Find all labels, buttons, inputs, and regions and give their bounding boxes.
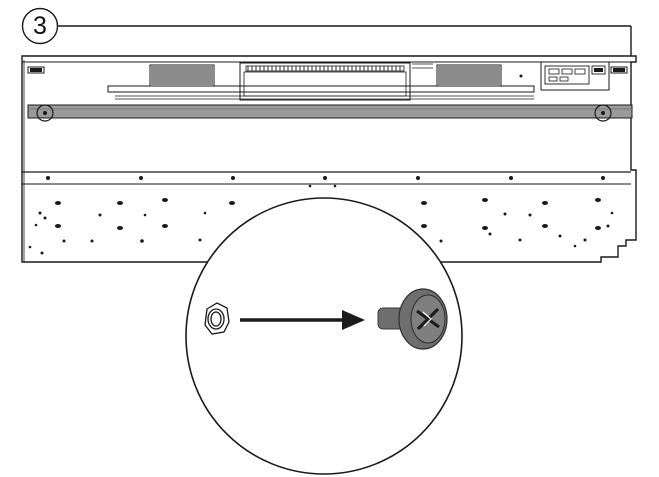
bracket-screw-right-marker: [594, 104, 612, 122]
callout-circle: [185, 197, 463, 475]
step-header-rule: [57, 25, 632, 60]
mounting-bracket: [27, 104, 633, 122]
panel-screw-row: [46, 176, 605, 180]
screw-icon: [377, 288, 448, 350]
step-number: 3: [33, 12, 47, 40]
center-module: [239, 62, 433, 101]
spacer-nut-icon: [204, 302, 230, 335]
arrow-right-icon: [240, 310, 365, 330]
bracket-screw-left-marker: [36, 104, 54, 122]
stand-rail: [107, 85, 535, 100]
connector-block: [519, 61, 610, 91]
vent-right: [436, 64, 502, 87]
panel-holes: [28, 184, 614, 255]
step-badge: 3: [21, 7, 59, 45]
vent-left: [149, 64, 215, 87]
